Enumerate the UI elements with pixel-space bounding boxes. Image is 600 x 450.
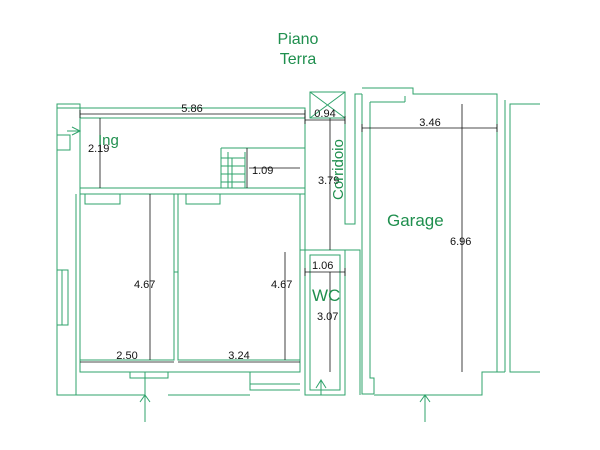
dimension-1-06: 1.06 bbox=[312, 260, 333, 272]
dimension-2-19: 2.19 bbox=[88, 143, 109, 155]
plan-title-line1: Piano bbox=[278, 31, 319, 48]
dimension-3-24: 3.24 bbox=[228, 350, 249, 362]
dimension-2-50: 2.50 bbox=[116, 350, 137, 362]
dimension-5-86: 5.86 bbox=[181, 103, 202, 115]
dimension-6-96: 6.96 bbox=[450, 236, 471, 248]
walls bbox=[56, 87, 540, 396]
dimension-4-67-right: 4.67 bbox=[271, 279, 292, 291]
plan-title-line2: Terra bbox=[280, 51, 317, 68]
room-label-corridoio: Corridoio bbox=[330, 139, 347, 200]
dimension-3-07: 3.07 bbox=[317, 311, 338, 323]
dimension-1-09: 1.09 bbox=[252, 165, 273, 177]
dimension-0-94: 0.94 bbox=[314, 108, 335, 120]
dimension-lines bbox=[79, 104, 498, 372]
dimension-4-67-left: 4.67 bbox=[134, 279, 155, 291]
dimension-3-46: 3.46 bbox=[419, 117, 440, 129]
room-label-wc: WC bbox=[312, 286, 340, 305]
room-label-garage: Garage bbox=[387, 211, 444, 230]
room-label-ingresso: Ing bbox=[98, 132, 119, 149]
dimension-3-79: 3.79 bbox=[318, 175, 339, 187]
entry-arrows bbox=[139, 379, 431, 422]
